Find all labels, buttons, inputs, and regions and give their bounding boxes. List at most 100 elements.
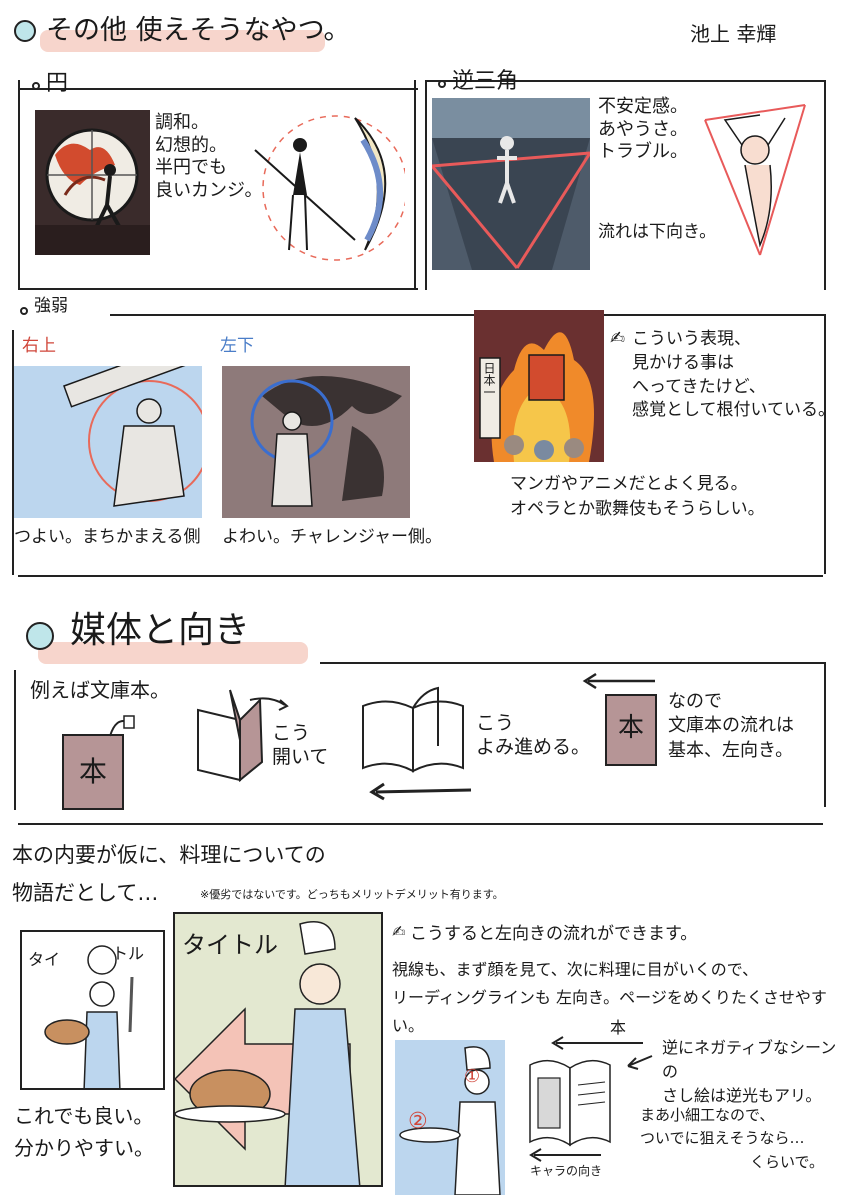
divider — [18, 88, 418, 90]
explain-notes: こうすると左向きの流れができます。 — [410, 920, 697, 950]
caption-ok: これでも良い。 分かりやすい。 — [14, 1100, 154, 1164]
section-bullet-icon — [26, 622, 54, 650]
small-title-right: トル — [112, 944, 145, 963]
note-line: まあ小細工なので、 — [640, 1106, 775, 1124]
weak-caption: よわい。チャレンジャー側。 — [222, 527, 442, 547]
open-book-pages-icon — [362, 686, 464, 773]
example-text: 例えば文庫本。 — [30, 678, 170, 702]
divider — [425, 80, 825, 82]
marker-2: ② — [408, 1109, 428, 1134]
note-line: なので — [668, 691, 722, 712]
book-glyph: 本 — [617, 713, 644, 743]
author-name: 池上 幸輝 — [690, 22, 777, 46]
note-line: マンガやアニメだとよく見る。 — [510, 474, 748, 494]
label-line: よみ進める。 — [476, 735, 591, 758]
divider — [425, 80, 427, 290]
label-line: 開いて — [272, 745, 329, 768]
strength-bottom-notes: マンガやアニメだとよく見る。 オペラとか歌舞伎もそうらしい。 — [510, 472, 765, 521]
bookmark-string-icon — [109, 715, 135, 737]
intro-line2: 物語だとして… — [12, 881, 159, 905]
small-title-left: タイ — [28, 950, 61, 969]
title-highlight — [40, 30, 325, 52]
divider — [110, 314, 825, 316]
big-title: タイトル — [182, 931, 278, 959]
small-bullet-icon — [438, 80, 446, 88]
divider — [18, 80, 20, 290]
crescent-moon-figure-illustration — [254, 115, 405, 261]
note-line: こういう表現、 — [632, 329, 751, 349]
note-line: 不安定感。 — [598, 96, 688, 117]
paperback-book-icon: 本 — [605, 694, 657, 766]
note-line: ついでに狙えそうなら… — [640, 1129, 805, 1148]
section1-title: その他 使えそうなやつ。 — [46, 15, 351, 46]
strength-heading: 強弱 — [34, 296, 68, 316]
note-line: へってきたけど、 — [632, 376, 766, 397]
note-line: リーディングラインも 左向き。ページをめくりたくさせやすい。 — [392, 988, 827, 1035]
note-line: 視線も、まず顔を見て、次に料理に目がいくので、 — [392, 960, 759, 979]
strong-warrior-illustration — [14, 366, 202, 518]
caption-line: 分かりやすい。 — [14, 1136, 154, 1160]
open-label: こう 開いて — [272, 722, 328, 770]
strong-caption: つよい。まちかまえる側 — [14, 527, 201, 547]
pointing-hand-icon: ✍ — [610, 328, 626, 349]
weak-challenger-illustration — [222, 366, 410, 518]
small-note: ※優劣ではないです。どっちもメリットデメリット有ります。 — [200, 888, 504, 901]
note-line: 逆にネガティブなシーンの — [662, 1038, 837, 1081]
small-bullet-icon — [20, 307, 28, 315]
chef-large-panel — [173, 912, 383, 1187]
triangle-notes: 不安定感。 あやうさ。 トラブル。 — [598, 96, 688, 164]
sign-text: 日本一 — [482, 362, 496, 398]
upper-right-label: 右上 — [22, 336, 56, 356]
chara-direction-label: キャラの向き — [530, 1164, 603, 1178]
opening-book-icon — [197, 689, 289, 783]
note-line: こうすると左向きの流れができます。 — [410, 924, 698, 944]
caption-line: これでも良い。 — [14, 1104, 154, 1128]
note-line: オペラとか歌舞伎もそうらしい。 — [510, 498, 765, 519]
inverted-triangle-illustration — [432, 98, 590, 270]
strength-notes: こういう表現、 見かける事は へってきたけど、 感覚として根付いている。 — [632, 328, 835, 423]
demon-fire-illustration — [474, 310, 604, 462]
left-arrow-icon — [582, 672, 655, 690]
divider — [14, 670, 16, 810]
backlit-chef-panel — [395, 1040, 505, 1195]
chef-small-panel — [20, 930, 165, 1090]
note-line: 半円でも — [155, 157, 227, 178]
divider — [824, 80, 826, 290]
small-bullet-icon — [32, 82, 40, 90]
left-arrow-icon — [529, 1148, 601, 1162]
divider — [320, 662, 825, 664]
label-line: こう — [476, 712, 515, 734]
note-line: くらいで。 — [750, 1152, 824, 1171]
note-line: 文庫本の流れは — [668, 715, 794, 737]
note-line: 幻想的。 — [155, 134, 227, 156]
triangle-heading: 逆三角 — [452, 69, 519, 94]
divider — [824, 662, 826, 807]
paperback-book-icon: 本 — [62, 734, 124, 810]
note-line: 感覚として根付いている。 — [632, 400, 835, 421]
explain-notes-cont: 視線も、まず顔を見て、次に料理に目がいくので、 リーディングラインも 左向き。ペ… — [392, 956, 851, 1040]
circle-heading: 円 — [46, 71, 69, 96]
pointing-hand-icon: ✍ — [392, 922, 406, 941]
note-line: 良いカンジ。 — [155, 179, 263, 201]
triangle-flow-note: 流れは下向き。 — [598, 222, 717, 242]
circle-notes: 調和。 幻想的。 半円でも 良いカンジ。 — [155, 112, 262, 202]
lower-left-label: 左下 — [220, 336, 254, 356]
section-bullet-icon — [14, 20, 36, 42]
read-label: こう よみ進める。 — [476, 712, 590, 760]
divider — [12, 330, 14, 575]
label-line: こう — [272, 722, 311, 744]
divider — [18, 823, 823, 825]
conclusion-notes: なので 文庫本の流れは 基本、左向き。 — [668, 690, 794, 763]
divider — [18, 575, 823, 577]
fine-note: まあ小細工なので、 ついでに狙えそうなら… くらいで。 — [640, 1104, 824, 1174]
book-arrow-label: 本 — [610, 1018, 627, 1037]
divider — [414, 80, 416, 290]
section2-title: 媒体と向き — [70, 610, 251, 651]
divider — [824, 314, 826, 574]
intro-line1: 本の内要が仮に、料理についての — [12, 843, 326, 867]
note-line: さし絵は逆光もアリ。 — [662, 1086, 822, 1105]
book-spread-icon — [529, 1059, 611, 1147]
note-line: 基本、左向き。 — [668, 739, 794, 761]
negative-note: 逆にネガティブなシーンの さし絵は逆光もアリ。 — [662, 1036, 851, 1108]
left-arrow-icon — [551, 1036, 643, 1050]
